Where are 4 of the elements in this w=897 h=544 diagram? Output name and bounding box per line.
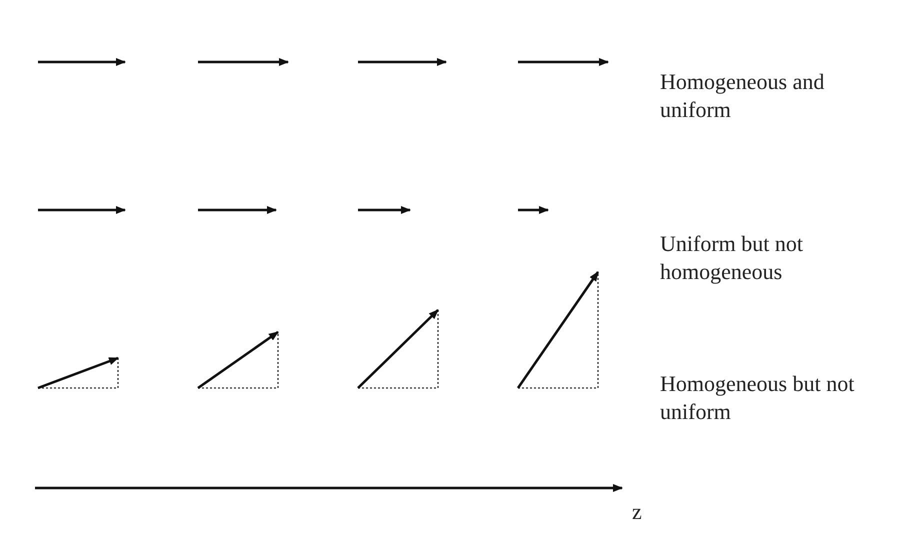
row-caption: Uniform but not homogeneous [660, 230, 804, 286]
axis-label: z [632, 498, 642, 526]
row-caption: Homogeneous but not uniform [660, 370, 856, 426]
row-caption: Homogeneous and uniform [660, 68, 826, 124]
